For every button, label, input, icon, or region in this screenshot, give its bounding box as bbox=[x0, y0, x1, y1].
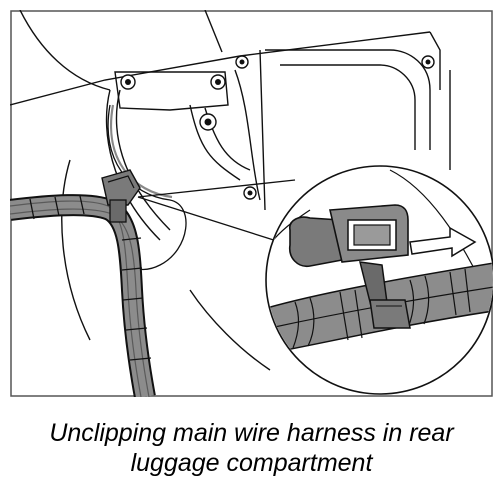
technical-drawing bbox=[8, 9, 495, 400]
caption-line-1: Unclipping main wire harness in rear bbox=[49, 419, 454, 447]
body-panel-lines bbox=[9, 9, 451, 371]
detail-view-circle bbox=[265, 165, 495, 395]
bolt-4 bbox=[235, 55, 249, 69]
figure-caption: Unclipping main wire harness in rear lug… bbox=[0, 418, 503, 478]
harness-clip bbox=[101, 169, 141, 223]
detail-clip bbox=[288, 204, 411, 329]
bolt-5 bbox=[243, 186, 257, 200]
callout-leader bbox=[137, 179, 296, 243]
bolt-3 bbox=[199, 113, 217, 131]
bolt-1 bbox=[120, 74, 136, 90]
main-wire-harness bbox=[8, 194, 156, 400]
illustration-frame bbox=[8, 9, 495, 400]
caption-line-2: luggage compartment bbox=[130, 449, 373, 477]
bolt-6 bbox=[421, 55, 435, 69]
right-arrow-icon bbox=[409, 226, 477, 258]
bolt-2 bbox=[210, 74, 226, 90]
